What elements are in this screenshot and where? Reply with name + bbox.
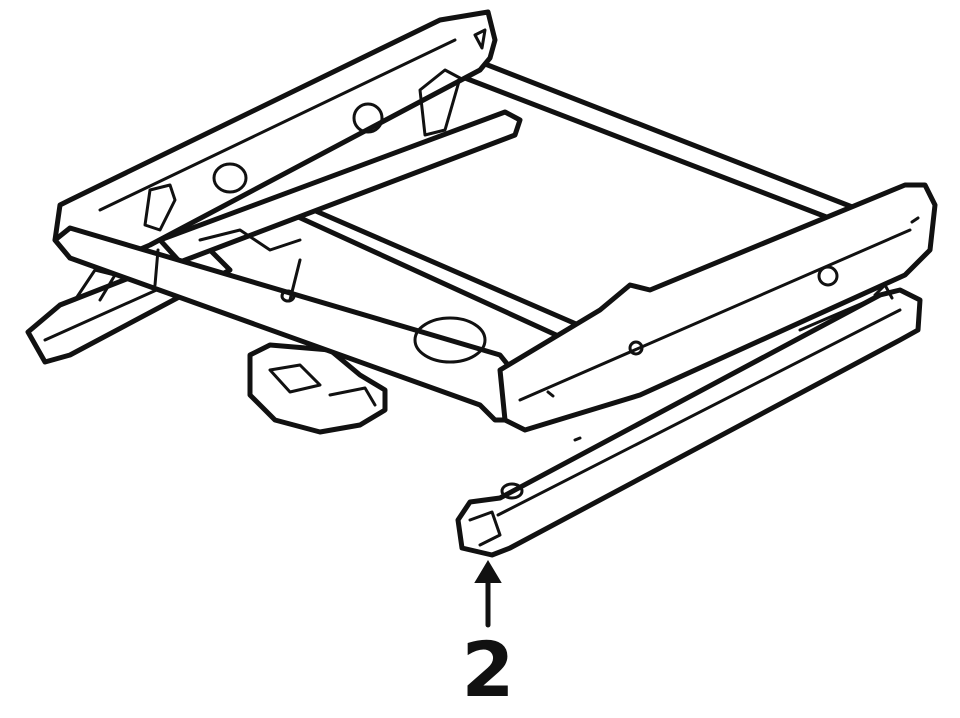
- center-motor-bracket: [247, 342, 388, 435]
- right-lower-rail: [455, 283, 923, 558]
- rear-cross-tube: [462, 59, 863, 231]
- callout-number: 2: [461, 625, 515, 714]
- callout-arrow: [474, 560, 502, 628]
- right-side-frame: [497, 182, 938, 442]
